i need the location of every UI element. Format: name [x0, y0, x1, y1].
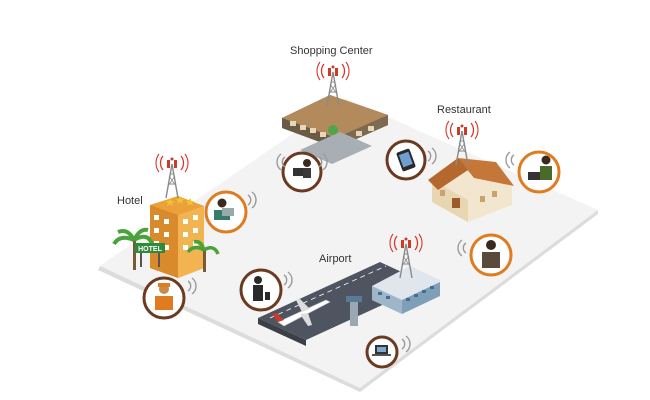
laptop-user-circle-hotel [204, 190, 257, 234]
laptop-user-circle-restaurant [505, 150, 561, 194]
mobile-phone-circle [385, 139, 437, 181]
restaurant-label: Restaurant [437, 104, 491, 116]
laptop-icon [372, 345, 391, 356]
airport-complex [258, 262, 440, 346]
mobile-phone-icon [396, 148, 416, 172]
airport-label: Airport [319, 253, 352, 265]
shopping-center-building [282, 95, 388, 164]
restaurant-building [428, 158, 514, 222]
concierge-circle [142, 276, 197, 320]
businessman-circle [457, 233, 513, 277]
cell-tower-icon [155, 153, 189, 199]
palm-tree-icon [112, 227, 220, 272]
laptop-user-circle-shopping [276, 151, 328, 193]
hotel-sign-text: HOTEL [138, 246, 162, 253]
hotel-sign [135, 243, 165, 253]
laptop-circle-airport [365, 335, 411, 369]
hotel-building: HOTEL [112, 196, 220, 278]
airplane-icon [272, 299, 331, 327]
shopping-center-label: Shopping Center [290, 45, 373, 57]
hotel-label: Hotel [117, 195, 143, 207]
traveler-circle [239, 268, 293, 312]
control-tower-icon [350, 300, 358, 326]
